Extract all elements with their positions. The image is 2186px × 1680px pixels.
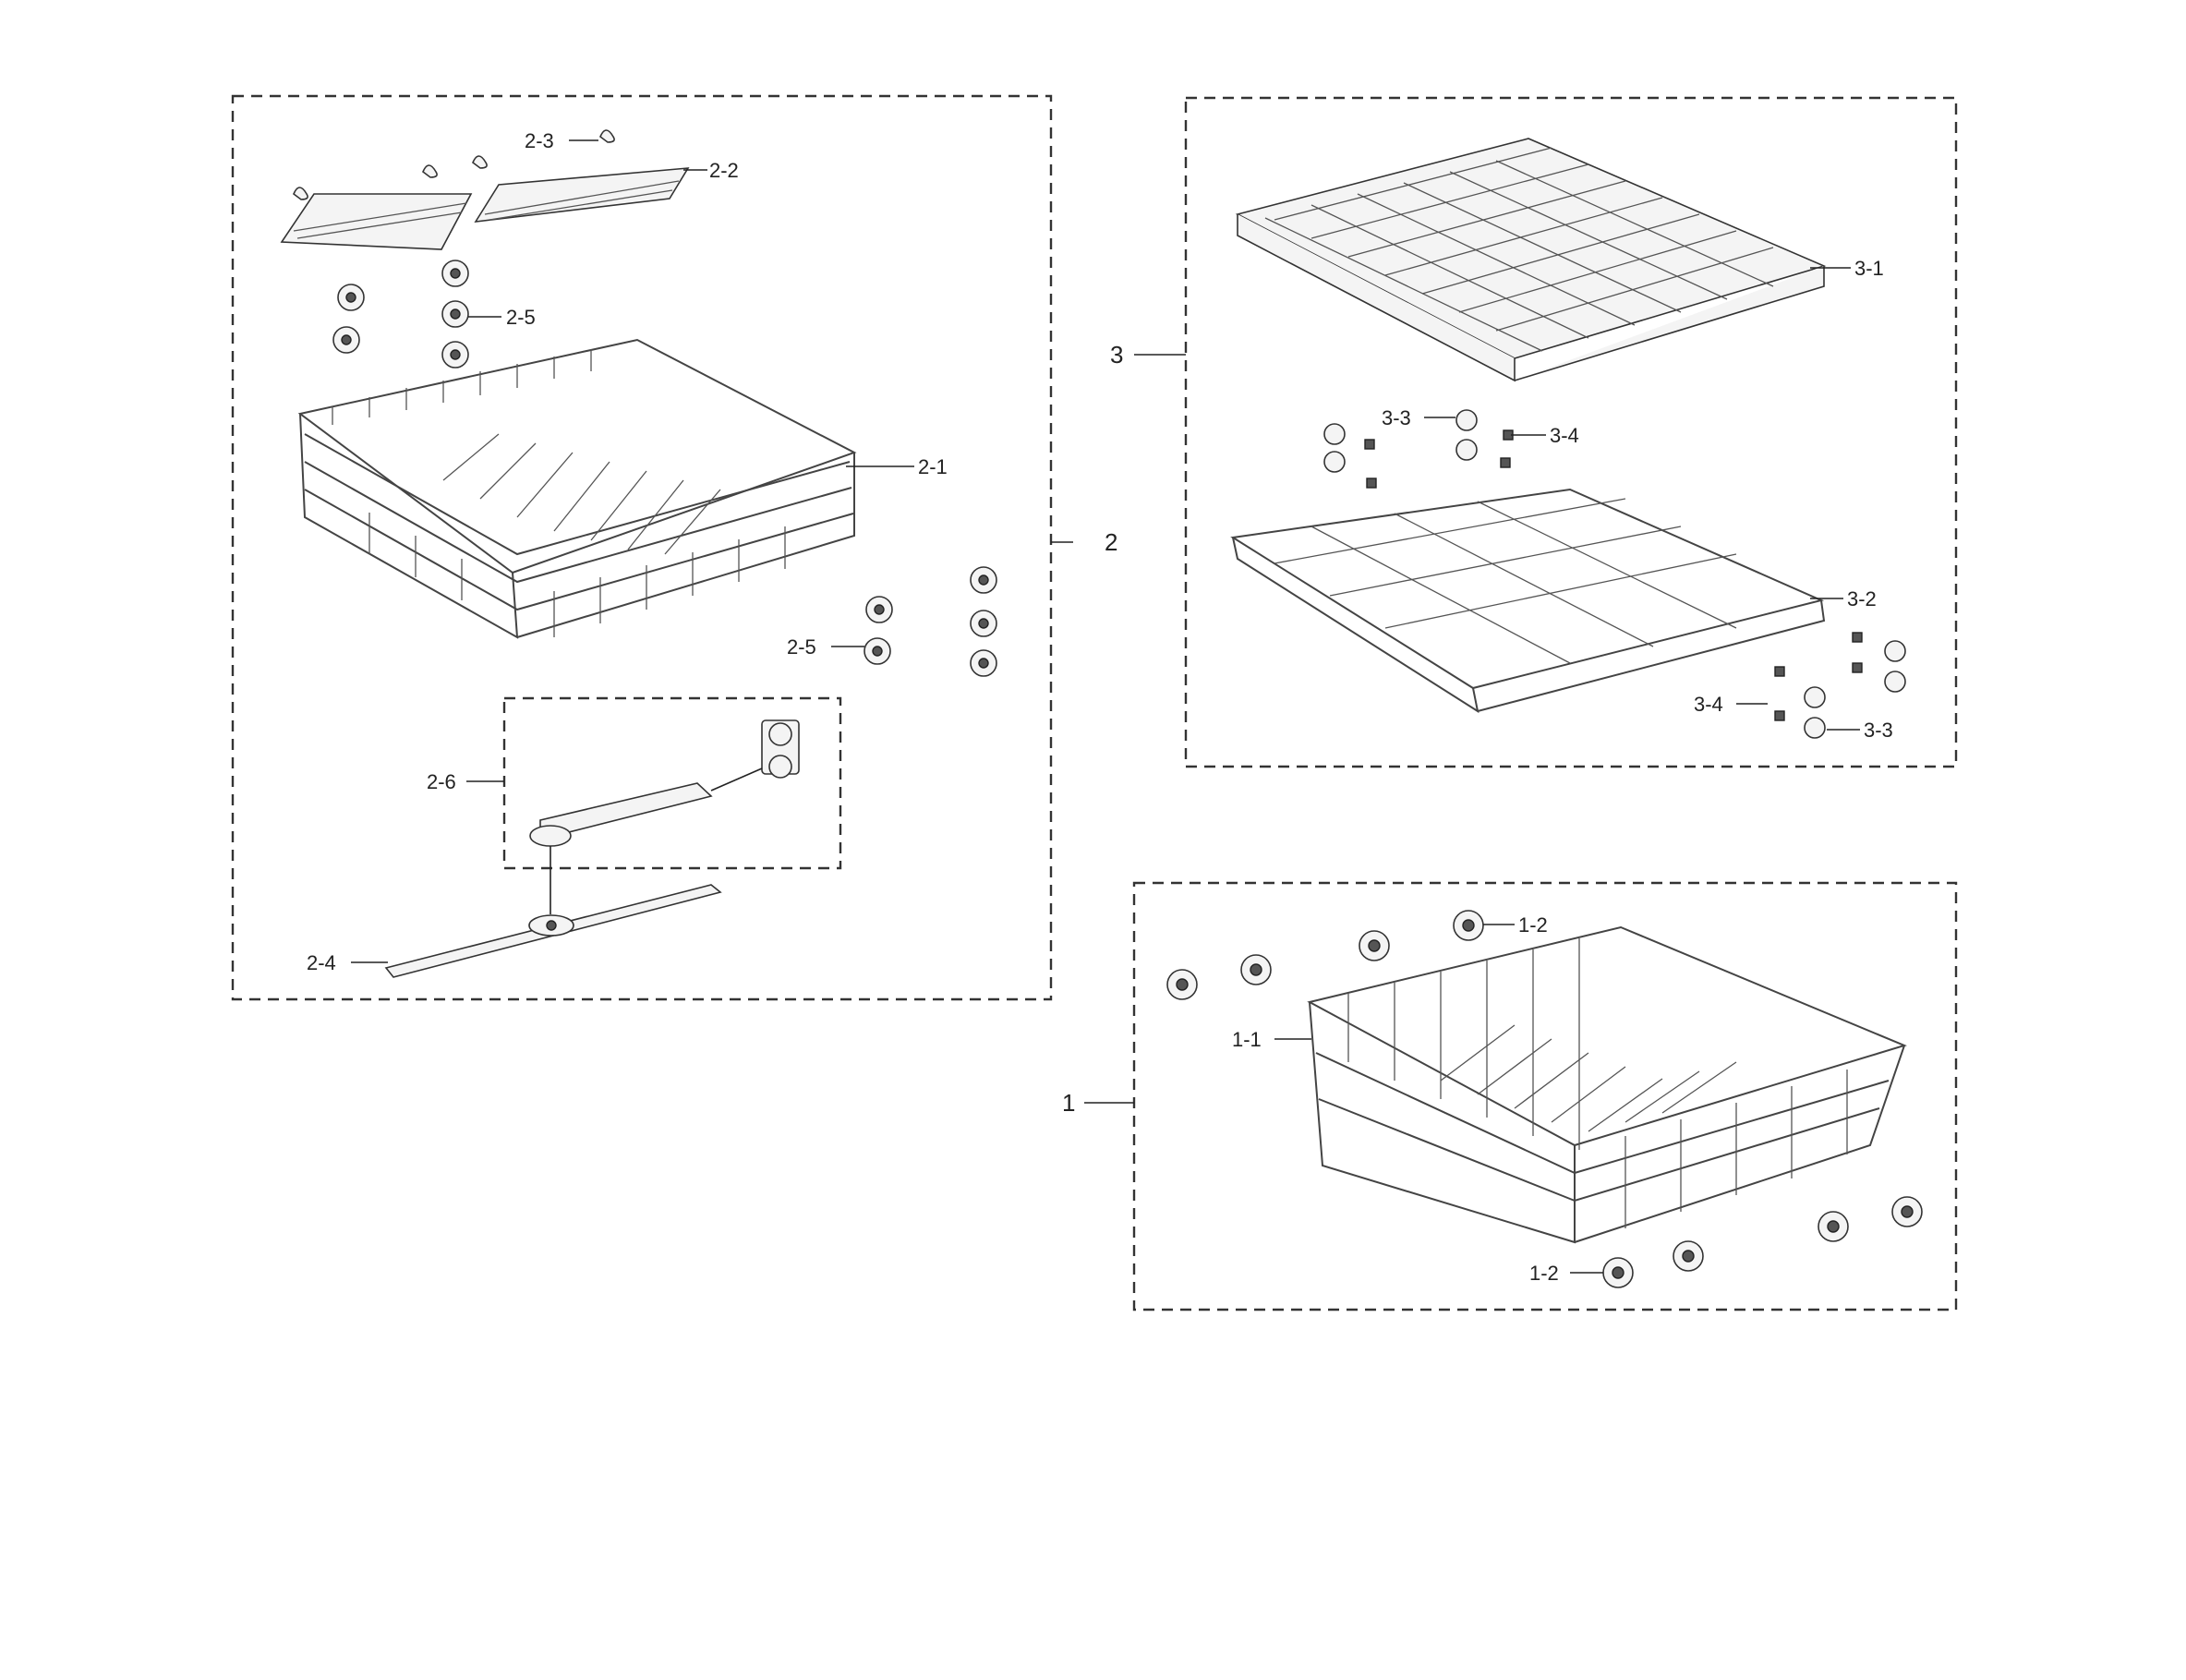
roller-wheel-icon (332, 260, 469, 369)
water-feed-pipe-icon (529, 719, 800, 847)
callout-3-3: 3-3 (1382, 406, 1411, 429)
assembly-3-group: 3 3-1 3-3 3-4 3-2 3-4 3-3 (1110, 96, 1958, 768)
assembly-1-group: 1 1-2 1-1 1-2 (1062, 881, 1958, 1311)
roller-wheel-icon (1602, 1196, 1923, 1288)
callout-3-4: 3-4 (1550, 424, 1579, 447)
callout-2: 2 (1105, 528, 1117, 556)
cutlery-tray-icon (1235, 138, 1827, 382)
roller-wheel-icon (1166, 910, 1484, 1000)
callout-2-5: 2-5 (787, 635, 816, 659)
callout-3-4: 3-4 (1694, 693, 1723, 716)
roller-wheel-icon (1323, 409, 1906, 739)
callout-1-2: 1-2 (1529, 1262, 1559, 1285)
callout-2-5: 2-5 (506, 306, 536, 329)
callout-2-1: 2-1 (918, 455, 948, 478)
callout-1-2: 1-2 (1518, 913, 1548, 937)
assembly-2-6-box (502, 696, 842, 870)
callout-2-4: 2-4 (307, 951, 336, 974)
callout-2-3: 2-3 (525, 129, 554, 152)
callout-1: 1 (1062, 1089, 1075, 1117)
assembly-1-box (1132, 881, 1958, 1311)
roller-wheel-icon (864, 566, 997, 677)
callout-3: 3 (1110, 341, 1123, 369)
tray-rail-icon (1230, 488, 1826, 714)
callout-2-2: 2-2 (709, 159, 739, 182)
callout-1-1: 1-1 (1232, 1028, 1262, 1051)
callout-2-6: 2-6 (427, 770, 456, 793)
callout-3-3: 3-3 (1864, 719, 1893, 742)
upper-rack-icon (297, 338, 857, 639)
assembly-2-group: 2-3 2-2 2-5 2-1 2 2-5 2-6 2-4 (231, 94, 1117, 1001)
assembly-2-box (231, 94, 1053, 1001)
upper-spray-arm-icon (384, 884, 722, 978)
callout-3-1: 3-1 (1854, 257, 1884, 280)
rack-rail-pair-icon (280, 129, 690, 250)
screw-icon (1364, 429, 1863, 721)
lower-rack-icon (1307, 925, 1907, 1244)
callout-3-2: 3-2 (1847, 587, 1877, 610)
